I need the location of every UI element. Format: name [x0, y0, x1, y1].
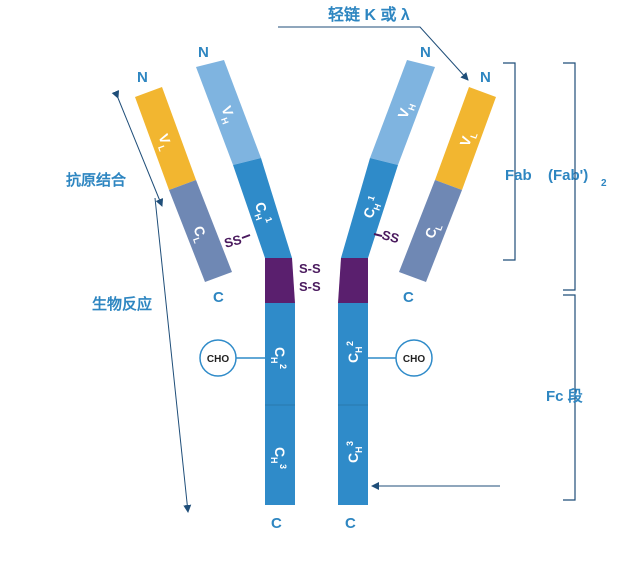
antigen-binding-arrow — [111, 90, 164, 207]
right-ch3-c-label: C — [345, 515, 356, 532]
left-cl-c-label: C — [213, 289, 224, 306]
fc-bracket — [563, 294, 576, 501]
svg-text:2: 2 — [345, 341, 355, 346]
left-vl-n-label: N — [137, 69, 148, 86]
svg-text:1: 1 — [263, 216, 274, 224]
right-vh-n-label: N — [420, 44, 431, 61]
svg-text:H: H — [354, 447, 364, 454]
left-vh-domain — [196, 60, 261, 165]
left-vh-n-label: N — [198, 44, 209, 61]
svg-text:H: H — [219, 116, 231, 126]
fab2-bracket — [563, 62, 576, 291]
left-arm-disulfide: SS — [222, 232, 243, 251]
left-ch1-domain — [233, 158, 292, 258]
svg-text:H: H — [269, 357, 279, 364]
svg-text:3: 3 — [278, 464, 288, 469]
fab-label: Fab — [505, 167, 532, 184]
biological-response-arrow — [154, 197, 192, 513]
fab2-subscript: 2 — [601, 178, 607, 189]
right-vl-n-label: N — [480, 69, 491, 86]
hinge-disulfide-1: S-S — [299, 261, 321, 276]
light-chain-pointer — [278, 26, 469, 81]
right-cho-glycan — [395, 339, 433, 377]
fc-label: Fc 段 — [546, 387, 583, 405]
antigen-binding-label: 抗原结合 — [66, 171, 127, 189]
svg-text:L: L — [468, 131, 479, 140]
svg-text:3: 3 — [345, 441, 355, 446]
svg-text:H: H — [372, 202, 384, 212]
left-cho-label: CHO — [207, 354, 229, 365]
hinge-disulfide-2: S-S — [299, 279, 321, 294]
right-arm-disulfide: SS — [380, 227, 401, 246]
svg-text:2: 2 — [278, 364, 288, 369]
left-hinge — [265, 258, 295, 303]
right-ch2-label: C — [345, 353, 361, 363]
left-ch3-domain — [265, 405, 295, 505]
svg-text:L: L — [433, 223, 444, 232]
right-ch1-domain — [341, 158, 398, 258]
svg-text:H: H — [354, 347, 364, 354]
left-ch2-label: C — [272, 347, 288, 357]
left-cho-glycan — [199, 339, 237, 377]
light-chain-title: 轻链 K 或 λ — [328, 5, 410, 24]
left-cl-domain — [169, 180, 232, 282]
right-vl-domain — [435, 87, 496, 190]
fab-bracket — [503, 62, 516, 261]
right-cl-domain — [399, 180, 462, 282]
svg-text:1: 1 — [366, 194, 377, 202]
right-ch3-label: C — [345, 453, 361, 463]
left-ch3-c-label: C — [271, 515, 282, 532]
left-ch2-domain — [265, 303, 295, 405]
biological-response-label: 生物反应 — [92, 295, 152, 313]
fab2-label: (Fab') — [548, 167, 588, 184]
right-ch2-domain — [338, 303, 368, 405]
right-cl-c-label: C — [403, 289, 414, 306]
svg-text:L: L — [191, 236, 202, 245]
left-ch3-label: C — [272, 447, 288, 457]
svg-text:H: H — [252, 212, 264, 222]
svg-text:H: H — [406, 102, 418, 112]
svg-text:H: H — [269, 457, 279, 464]
right-vh-domain — [370, 60, 435, 165]
right-hinge — [338, 258, 368, 303]
right-cho-label: CHO — [403, 354, 425, 365]
right-ch3-domain — [338, 405, 368, 505]
